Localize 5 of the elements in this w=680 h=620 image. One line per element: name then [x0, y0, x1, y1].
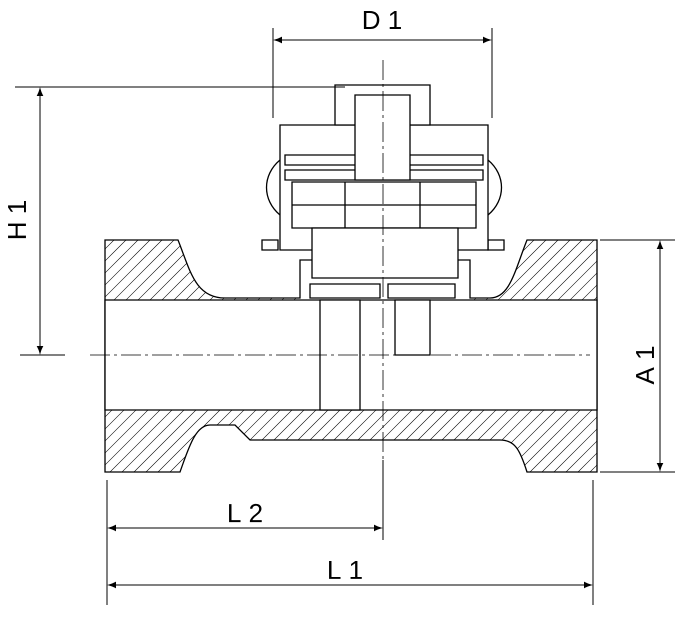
dimension-label: D 1 [364, 11, 401, 29]
dimension-label: H 1 [8, 201, 26, 238]
dimension-label: L 1 [329, 561, 362, 579]
dimension-label: L 2 [229, 504, 262, 522]
dimension-label: A 1 [636, 346, 654, 384]
